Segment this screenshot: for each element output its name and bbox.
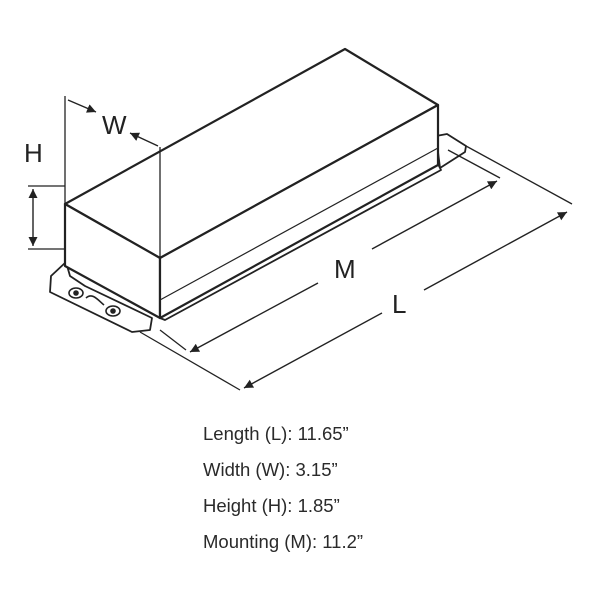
mounting-arrow-lower [189,282,319,353]
width-arrow-right [129,132,159,147]
dimension-spec-list: Length (L): 11.65” Width (W): 3.15” Heig… [203,422,363,566]
height-label: H [24,138,43,168]
mounting-arrow-upper [371,180,498,250]
extension-lines [28,96,573,391]
length-arrow-upper [423,211,568,291]
dimension-arrows [28,99,568,389]
spec-length: Length (L): 11.65” [203,423,349,444]
spec-width: Width (W): 3.15” [203,459,338,480]
width-arrow-left [67,99,97,113]
ballast-dimension-diagram: W H M L [24,47,573,391]
length-arrow-lower [243,312,383,389]
mounting-label: M [334,254,356,284]
ballast-box [63,47,440,320]
length-label: L [392,289,406,319]
box-side-face [158,103,440,320]
width-label: W [102,110,127,140]
mounting-holes [68,287,121,317]
spec-height: Height (H): 1.85” [203,495,340,516]
spec-mounting: Mounting (M): 11.2” [203,531,364,552]
